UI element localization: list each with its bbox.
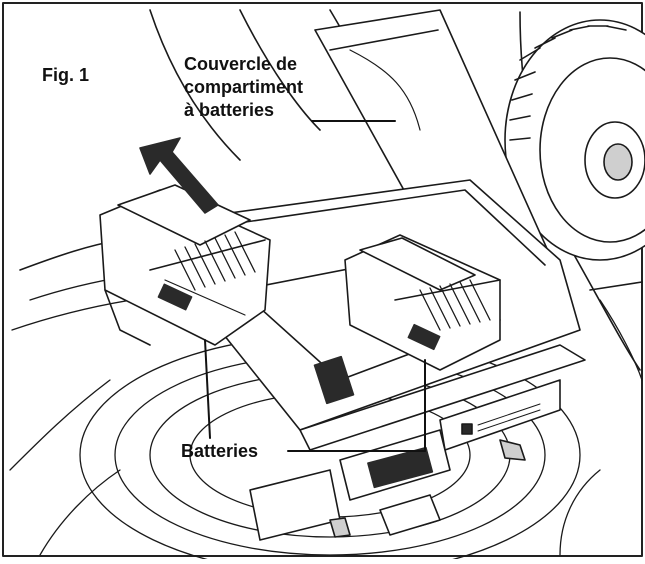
battery-right [344,234,501,371]
front-housing [249,429,526,541]
wheel [504,19,645,261]
batteries-label: Batteries [181,441,259,461]
battery-left-leader-line [204,339,211,439]
motor-badge [439,379,561,451]
battery-left [99,184,271,346]
arrow-icon [139,137,219,214]
figure-number-label: Fig. 1 [42,65,90,85]
cover-label: Couvercle de compartiment à batteries [184,53,303,122]
cover-label-line-1: Couvercle de [184,54,298,74]
cover-label-line-3: à batteries [184,100,275,120]
leader-lines [204,120,426,452]
cover-label-line-2: compartiment [184,77,304,97]
